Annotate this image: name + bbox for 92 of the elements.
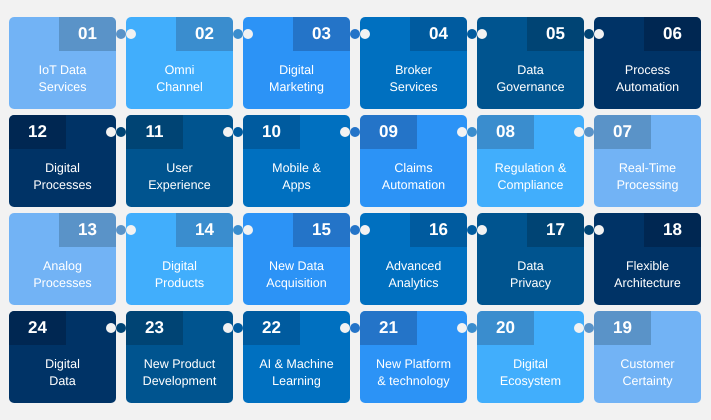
connector-knob — [584, 29, 594, 39]
puzzle-tile — [594, 17, 701, 109]
tile-label: User Experience — [147, 160, 212, 194]
puzzle-tile — [126, 115, 233, 207]
number-badge: 05 — [527, 17, 584, 51]
number-badge: 12 — [9, 115, 66, 149]
tile-label: New Platform & technology — [374, 356, 452, 390]
puzzle-tile — [477, 311, 584, 403]
puzzle-tile — [243, 213, 350, 305]
connector-knob — [584, 323, 594, 333]
number-badge: 14 — [176, 213, 233, 247]
connector-knob — [350, 29, 360, 39]
number-badge: 22 — [243, 311, 300, 345]
puzzle-tile — [126, 213, 233, 305]
number-badge: 08 — [477, 115, 534, 149]
number-badge: 18 — [644, 213, 701, 247]
puzzle-tile — [9, 17, 116, 109]
tile-label: Data Governance — [495, 62, 566, 96]
connector-knob — [233, 225, 243, 235]
tile-label: Claims Automation — [380, 160, 446, 194]
connector-knob — [116, 323, 126, 333]
puzzle-tile — [243, 17, 350, 109]
tile-label: Analog Processes — [32, 258, 93, 292]
connector-knob — [116, 225, 126, 235]
puzzle-tile — [477, 17, 584, 109]
puzzle-tile — [243, 115, 350, 207]
puzzle-tile — [360, 311, 467, 403]
tile-label: AI & Machine Learning — [258, 356, 335, 390]
connector-knob — [467, 29, 477, 39]
connector-knob — [233, 127, 243, 137]
tile-label: Digital Ecosystem — [498, 356, 562, 390]
puzzle-tile — [9, 115, 116, 207]
number-badge: 01 — [59, 17, 116, 51]
number-badge: 19 — [594, 311, 651, 345]
number-badge: 11 — [126, 115, 183, 149]
number-badge: 13 — [59, 213, 116, 247]
tile-label: Digital Data — [44, 356, 81, 390]
puzzle-tile — [360, 17, 467, 109]
puzzle-tile — [360, 115, 467, 207]
tile-label: New Product Development — [142, 356, 218, 390]
tile-label: Advanced Analytics — [384, 258, 442, 292]
number-badge: 24 — [9, 311, 66, 345]
tile-label: Digital Marketing — [268, 62, 325, 96]
puzzle-tile — [594, 213, 701, 305]
connector-knob — [467, 225, 477, 235]
number-badge: 21 — [360, 311, 417, 345]
puzzle-tile — [126, 311, 233, 403]
number-badge: 04 — [410, 17, 467, 51]
number-badge: 10 — [243, 115, 300, 149]
connector-knob — [467, 323, 477, 333]
puzzle-tile — [9, 213, 116, 305]
connector-knob — [116, 29, 126, 39]
number-badge: 09 — [360, 115, 417, 149]
number-badge: 20 — [477, 311, 534, 345]
tile-label: Digital Processes — [32, 160, 93, 194]
number-badge: 07 — [594, 115, 651, 149]
tile-label: IoT Data Services — [38, 62, 88, 96]
connector-knob — [350, 127, 360, 137]
connector-knob — [116, 127, 126, 137]
number-badge: 15 — [293, 213, 350, 247]
tile-label: New Data Acquisition — [265, 258, 328, 292]
number-badge: 06 — [644, 17, 701, 51]
tile-label: Data Privacy — [509, 258, 552, 292]
number-badge: 03 — [293, 17, 350, 51]
puzzle-tile — [594, 115, 701, 207]
puzzle-tile — [594, 311, 701, 403]
tile-label: Regulation & Compliance — [494, 160, 568, 194]
connector-knob — [350, 323, 360, 333]
tile-label: Omni Channel — [155, 62, 204, 96]
puzzle-tile — [9, 311, 116, 403]
number-badge: 16 — [410, 213, 467, 247]
number-badge: 02 — [176, 17, 233, 51]
tile-label: Customer Certainty — [619, 356, 676, 390]
number-badge: 17 — [527, 213, 584, 247]
connector-knob — [467, 127, 477, 137]
tile-label: Real-Time Processing — [616, 160, 680, 194]
puzzle-tile — [477, 115, 584, 207]
tile-label: Flexible Architecture — [613, 258, 682, 292]
tile-label: Process Automation — [614, 62, 680, 96]
connector-knob — [350, 225, 360, 235]
connector-knob — [233, 323, 243, 333]
connector-knob — [584, 225, 594, 235]
puzzle-tile — [477, 213, 584, 305]
tile-label: Mobile & Apps — [271, 160, 322, 194]
puzzle-tile — [243, 311, 350, 403]
connector-knob — [584, 127, 594, 137]
tile-label: Digital Products — [154, 258, 206, 292]
tile-label: Broker Services — [388, 62, 438, 96]
number-badge: 23 — [126, 311, 183, 345]
connector-knob — [233, 29, 243, 39]
puzzle-tile — [360, 213, 467, 305]
puzzle-tile — [126, 17, 233, 109]
